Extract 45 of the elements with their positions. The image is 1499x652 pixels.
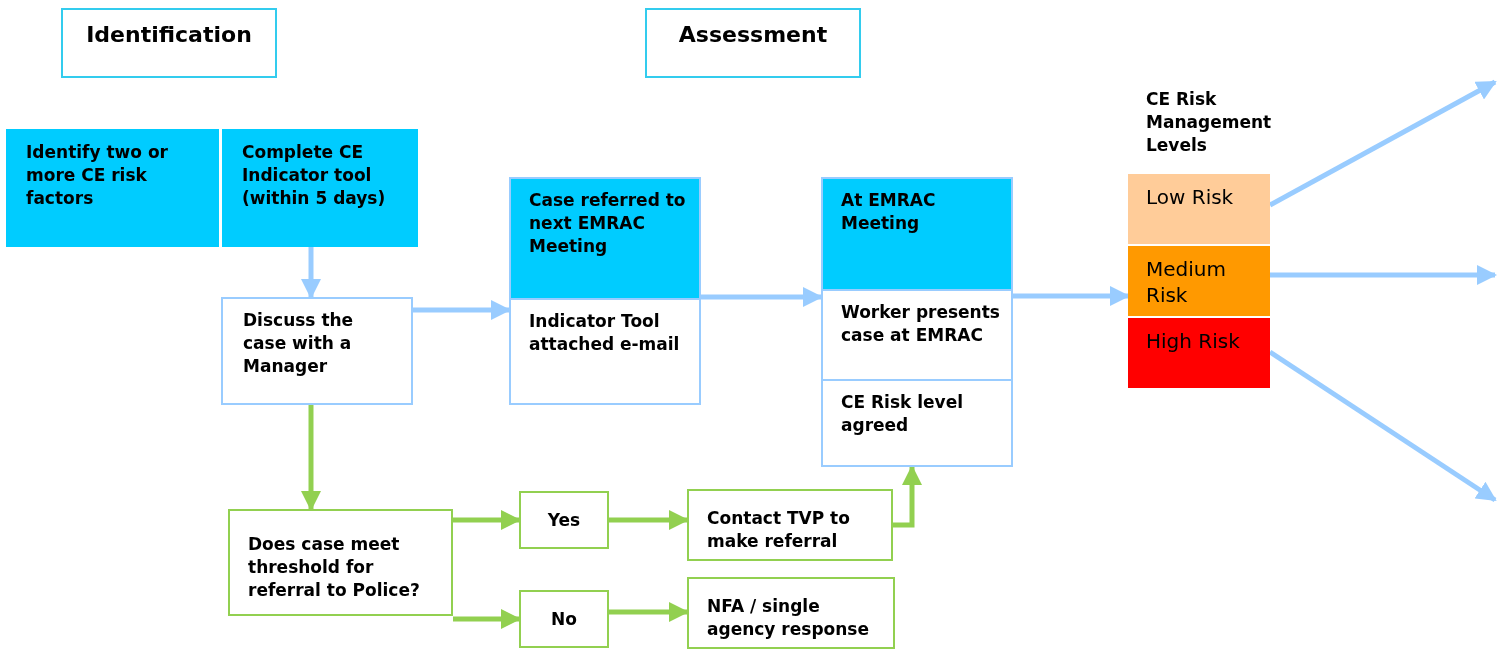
section-header-box (645, 8, 861, 78)
arrow (609, 602, 689, 622)
arrow (609, 510, 689, 530)
risk-level-box (1128, 246, 1270, 316)
node-text: Contact TVP to make referral (707, 507, 851, 553)
node-text: NFA / single agency response (707, 595, 870, 641)
process-box (6, 129, 219, 247)
node-text: No (551, 607, 577, 631)
arrow (1013, 286, 1130, 306)
node-text: Worker presents case at EMRAC (841, 301, 1001, 347)
node-text: Case referred to next EMRAC Meeting (529, 189, 687, 258)
node-text: Discuss the case with a Manager (243, 309, 355, 378)
node-text: Complete CE Indicator tool (within 5 days) (242, 141, 387, 210)
arrow (453, 609, 521, 629)
process-box (821, 177, 1013, 467)
node-text: Medium Risk (1146, 256, 1227, 308)
arrow (301, 405, 321, 511)
risk-level-box (1128, 174, 1270, 244)
node-text: Identify two or more CE risk factors (26, 141, 169, 210)
node-text: Yes (547, 508, 581, 532)
process-box (222, 129, 418, 247)
node-text: Indicator Tool attached e-mail (529, 310, 681, 356)
process-box (221, 297, 413, 405)
arrow (413, 300, 511, 320)
section-header-box (61, 8, 277, 78)
arrow (893, 465, 922, 528)
arrow (1270, 265, 1497, 285)
process-box (228, 509, 453, 616)
node-text: Identification (86, 21, 252, 49)
node-text: Does case meet threshold for referral to Police? (248, 533, 421, 602)
decision-answer-box (519, 590, 609, 648)
stack-heading: CE Risk Management Levels (1146, 88, 1273, 157)
arrow (301, 247, 321, 299)
arrow (453, 510, 521, 530)
arrow (701, 287, 823, 307)
process-box (509, 177, 701, 405)
process-box (687, 489, 893, 561)
node-text: At EMRAC Meeting (841, 189, 937, 235)
node-text: CE Risk level agreed (841, 391, 965, 437)
node-text: Assessment (678, 21, 828, 49)
process-box (687, 577, 895, 649)
node-text: High Risk (1146, 328, 1241, 354)
node-text: Low Risk (1146, 184, 1235, 210)
risk-level-box (1128, 318, 1270, 388)
decision-answer-box (519, 491, 609, 549)
